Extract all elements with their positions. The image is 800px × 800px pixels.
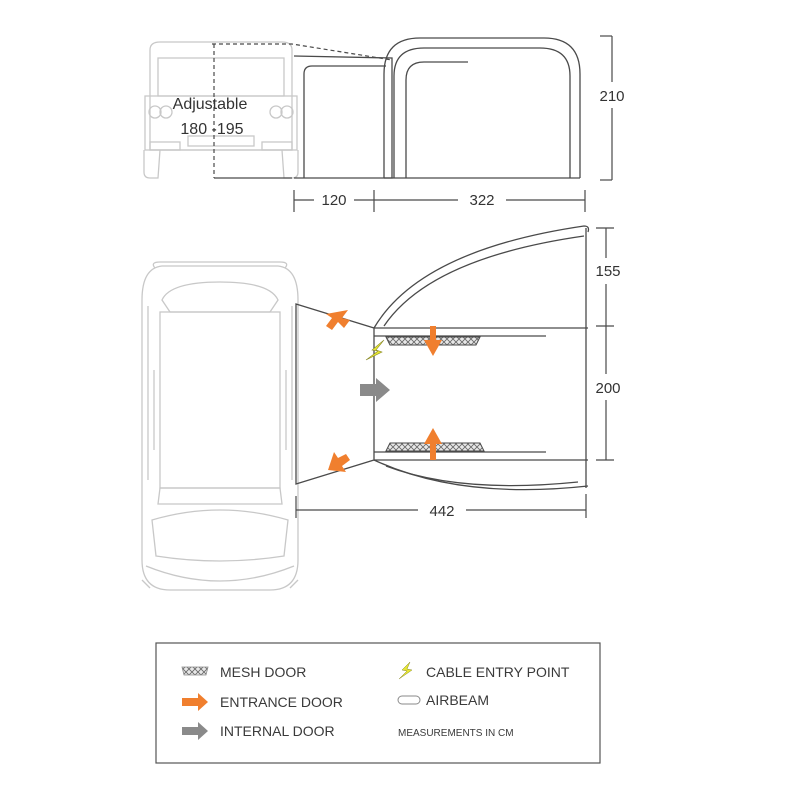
cable-entry-icon bbox=[365, 339, 385, 361]
entrance-arrow-icon bbox=[328, 452, 350, 472]
main-width-value: 322 bbox=[469, 192, 494, 209]
internal-arrow-icon bbox=[360, 378, 390, 402]
front-view: Adjustable 180 -195 210 120 322 bbox=[143, 35, 625, 212]
adjustable-label: Adjustable bbox=[173, 96, 248, 113]
height-dimension bbox=[600, 35, 613, 181]
legend-cable-entry: CABLE ENTRY POINT bbox=[426, 664, 570, 680]
legend-mesh-door: MESH DOOR bbox=[220, 664, 306, 680]
entrance-arrows bbox=[326, 310, 442, 472]
width-dimensions bbox=[293, 190, 586, 212]
vehicle-top-outline bbox=[141, 261, 299, 591]
legend-entrance-door: ENTRANCE DOOR bbox=[220, 694, 343, 710]
plan-view: 155 200 442 bbox=[141, 225, 621, 591]
entrance-arrow-icon bbox=[326, 310, 350, 330]
internal-arrow-icon bbox=[182, 722, 208, 740]
airbeam-icon bbox=[397, 695, 421, 705]
legend-internal-door: INTERNAL DOOR bbox=[220, 723, 335, 739]
cable-entry-icon bbox=[398, 661, 413, 680]
legend-measurements: MEASUREMENTS IN CM bbox=[398, 728, 514, 739]
connector-dashes bbox=[212, 43, 393, 178]
entrance-arrow-icon bbox=[182, 693, 208, 711]
entrance-arrow-icon bbox=[424, 326, 442, 356]
main-tent-front-outline bbox=[383, 37, 581, 179]
vehicle-front-outline bbox=[143, 41, 299, 179]
height-value: 210 bbox=[599, 88, 624, 105]
legend-box bbox=[155, 642, 601, 764]
depth-front-value: 155 bbox=[595, 263, 620, 280]
main-tent-plan-outline bbox=[373, 225, 590, 491]
legend-airbeam: AIRBEAM bbox=[426, 692, 489, 708]
depth-dimensions bbox=[596, 227, 614, 461]
entrance-arrow-icon bbox=[424, 428, 442, 460]
legend: MESH DOOR ENTRANCE DOOR INTERNAL DOOR CA… bbox=[155, 642, 601, 764]
length-value: 442 bbox=[429, 503, 454, 520]
length-dimension bbox=[295, 494, 587, 518]
adjustable-range: 180 -195 bbox=[180, 121, 243, 138]
annex-width-value: 120 bbox=[321, 192, 346, 209]
annex-front-outline bbox=[293, 55, 393, 179]
depth-rear-value: 200 bbox=[595, 380, 620, 397]
mesh-door-icon bbox=[181, 666, 209, 676]
